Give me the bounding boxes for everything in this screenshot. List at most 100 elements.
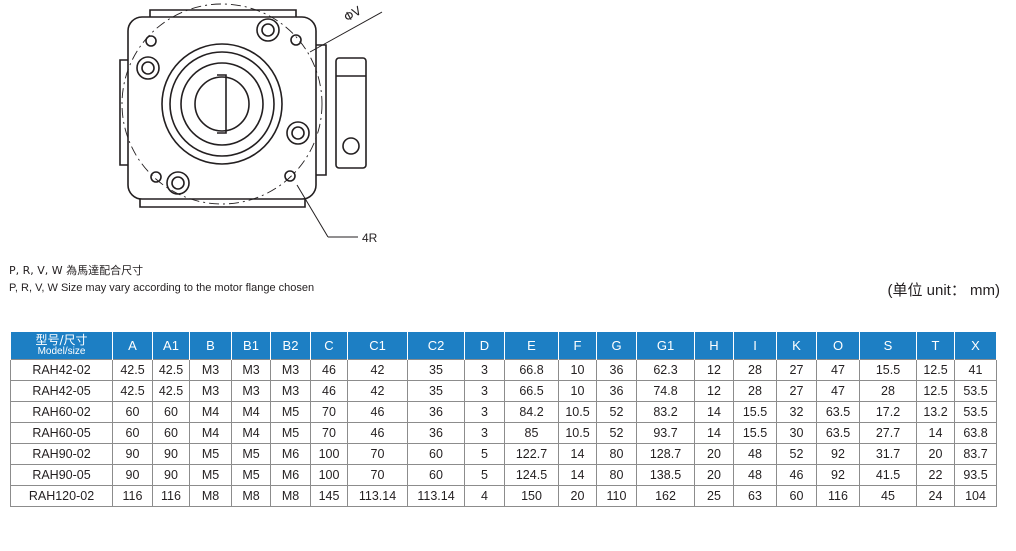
table-cell: 116 [112, 485, 153, 507]
table-cell: 27.7 [859, 422, 917, 444]
column-header: K [776, 332, 817, 360]
column-header: F [558, 332, 597, 360]
table-header-row: 型号/尺寸 Model/size A A1 B B1 B2 C C1 C2 D … [10, 332, 997, 360]
column-header: I [733, 332, 777, 360]
table-cell: 42.5 [112, 380, 153, 402]
table-cell: 90 [152, 443, 190, 465]
table-cell: 100 [310, 443, 348, 465]
table-cell: 32 [776, 401, 817, 423]
column-header: O [816, 332, 860, 360]
column-header: G1 [636, 332, 695, 360]
model-header-cn: 型号/尺寸 [35, 332, 88, 347]
flange-side-left [119, 59, 128, 166]
table-cell: 74.8 [636, 380, 695, 402]
table-cell: 48 [733, 443, 777, 465]
model-header-en: Model/size [37, 345, 86, 357]
table-cell: M4 [231, 422, 271, 444]
table-cell: 124.5 [504, 464, 559, 486]
column-header: C [310, 332, 348, 360]
column-header: X [954, 332, 997, 360]
table-cell: 80 [596, 464, 637, 486]
hub-ring [169, 51, 275, 157]
table-cell: 52 [596, 401, 637, 423]
table-cell: 60 [152, 422, 190, 444]
table-cell: M3 [231, 359, 271, 381]
table-cell: 42 [347, 380, 408, 402]
table-cell: 42.5 [112, 359, 153, 381]
table-cell: 10 [558, 359, 597, 381]
model-cell: RAH60-02 [10, 401, 113, 423]
table-cell: M4 [189, 401, 232, 423]
table-cell: 113.14 [347, 485, 408, 507]
dimension-table: 型号/尺寸 Model/size A A1 B B1 B2 C C1 C2 D … [10, 332, 997, 507]
table-cell: 60 [776, 485, 817, 507]
table-cell: 15.5 [733, 401, 777, 423]
table-cell: 36 [407, 401, 465, 423]
table-cell: 66.8 [504, 359, 559, 381]
table-cell: 12 [694, 380, 734, 402]
note-english: P, R, V, W Size may vary according to th… [9, 282, 315, 294]
table-cell: 20 [916, 443, 955, 465]
table-cell: M5 [270, 422, 311, 444]
table-cell: M6 [270, 443, 311, 465]
table-cell: 12.5 [916, 380, 955, 402]
diameter-label: ΦV [342, 3, 365, 24]
table-cell: 27 [776, 359, 817, 381]
table-cell: 116 [152, 485, 190, 507]
model-cell: RAH42-05 [10, 380, 113, 402]
note-chinese: P, R, V, W 為馬達配合尺寸 [9, 264, 144, 277]
table-cell: M5 [189, 464, 232, 486]
motor-block [335, 57, 367, 169]
table-cell: 70 [310, 401, 348, 423]
table-cell: 93.7 [636, 422, 695, 444]
table-cell: 42.5 [152, 359, 190, 381]
table-cell: M8 [189, 485, 232, 507]
table-cell: 15.5 [733, 422, 777, 444]
table-cell: 93.5 [954, 464, 997, 486]
table-cell: 150 [504, 485, 559, 507]
table-cell: 52 [776, 443, 817, 465]
table-cell: 24 [916, 485, 955, 507]
shaft-bore [194, 76, 250, 132]
flange-drawing-svg: ΦV 4R [119, 3, 383, 245]
table-cell: 70 [310, 422, 348, 444]
table-cell: 84.2 [504, 401, 559, 423]
column-header: E [504, 332, 559, 360]
model-column-header: 型号/尺寸 Model/size [10, 332, 113, 360]
table-cell: 4 [464, 485, 505, 507]
table-cell: 3 [464, 380, 505, 402]
table-cell: 10.5 [558, 401, 597, 423]
table-cell: M5 [231, 464, 271, 486]
table-cell: 3 [464, 359, 505, 381]
table-cell: 62.3 [636, 359, 695, 381]
table-cell: 90 [112, 443, 153, 465]
table-cell: M8 [270, 485, 311, 507]
column-header: B [189, 332, 232, 360]
column-header: A1 [152, 332, 190, 360]
column-header: H [694, 332, 734, 360]
table-cell: 13.2 [916, 401, 955, 423]
table-cell: 52 [596, 422, 637, 444]
hub-inner [180, 62, 264, 146]
column-header: C1 [347, 332, 408, 360]
table-cell: 15.5 [859, 359, 917, 381]
table-cell: 100 [310, 464, 348, 486]
table-cell: M4 [189, 422, 232, 444]
pitch-circle [121, 3, 323, 205]
table-cell: 10 [558, 380, 597, 402]
table-cell: 63.5 [816, 401, 860, 423]
column-header: T [916, 332, 955, 360]
model-cell: RAH60-05 [10, 422, 113, 444]
unit-note: (单位 unit： mm) [887, 282, 1000, 299]
flange-body [127, 16, 317, 200]
table-cell: 138.5 [636, 464, 695, 486]
table-cell: M5 [189, 443, 232, 465]
table-cell: 30 [776, 422, 817, 444]
column-header: S [859, 332, 917, 360]
table-cell: 10.5 [558, 422, 597, 444]
table-cell: 5 [464, 464, 505, 486]
table-cell: 14 [558, 443, 597, 465]
column-header: C2 [407, 332, 465, 360]
